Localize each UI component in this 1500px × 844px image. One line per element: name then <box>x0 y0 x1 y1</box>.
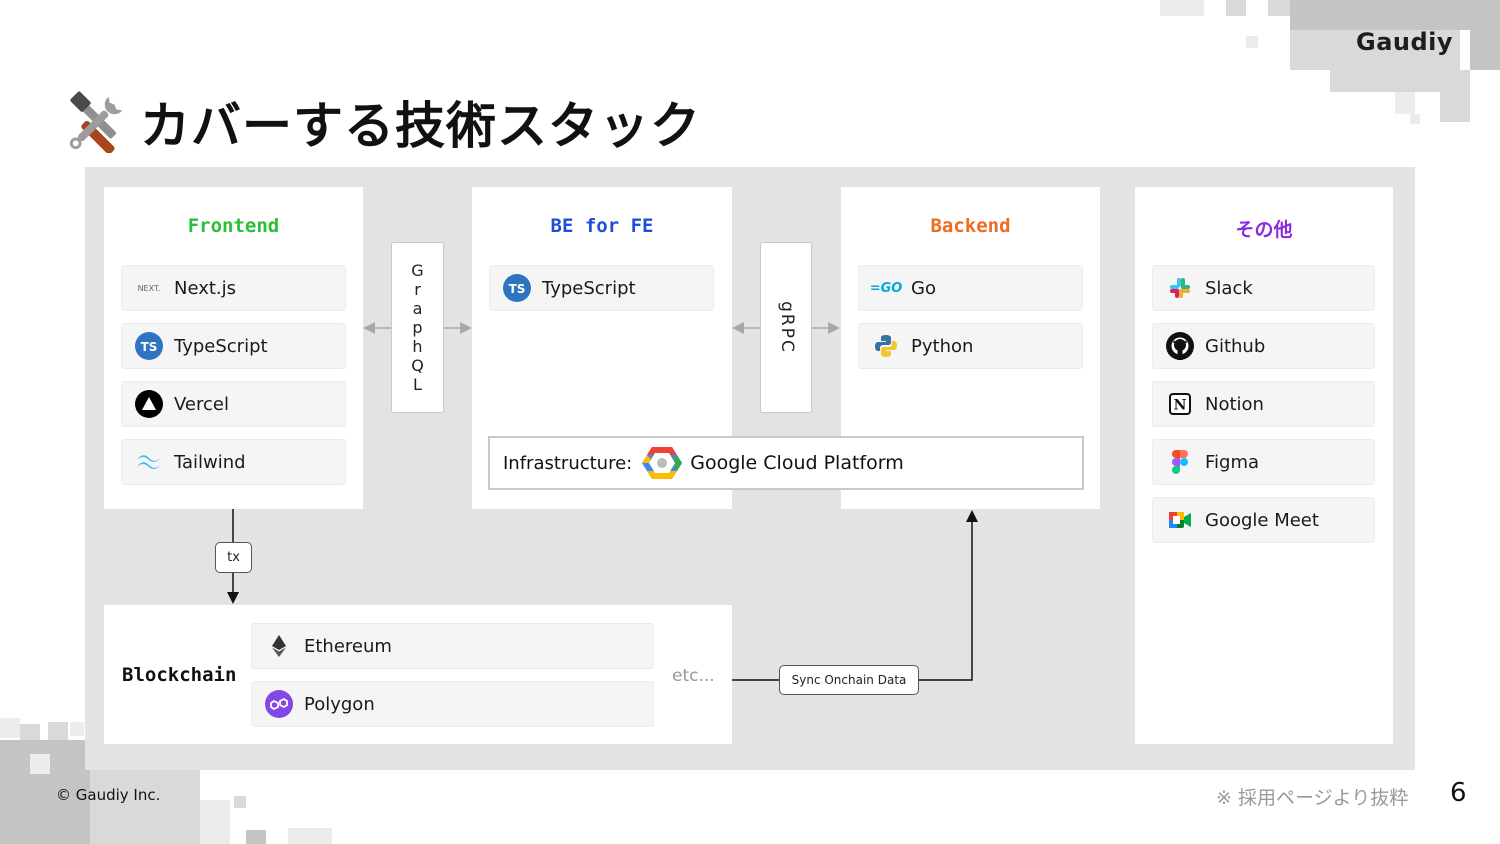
item-label: Tailwind <box>174 451 246 473</box>
grpc-label: gRPC <box>760 242 812 413</box>
go-icon: =GO <box>869 280 903 296</box>
nextjs-icon: NEXT. <box>137 283 161 293</box>
page-title: カバーする技術スタック <box>140 97 701 155</box>
gaudiy-logo: Gaudiy <box>1356 28 1454 56</box>
item-label: Google Meet <box>1205 509 1319 531</box>
item-label: Next.js <box>174 277 237 299</box>
gcp-icon <box>642 445 683 481</box>
item-ethereum: Ethereum <box>251 623 654 669</box>
item-typescript: TS TypeScript <box>121 323 346 369</box>
item-label: Go <box>911 277 936 299</box>
item-python: Python <box>858 323 1083 369</box>
item-nextjs: NEXT. Next.js <box>121 265 346 311</box>
vercel-icon <box>134 389 164 419</box>
item-label: Slack <box>1205 277 1253 299</box>
infrastructure-value: Google Cloud Platform <box>690 452 904 474</box>
etc-text: etc... <box>672 666 715 686</box>
polygon-icon <box>264 689 294 719</box>
typescript-icon: TS <box>134 331 164 361</box>
item-go: =GO Go <box>858 265 1083 311</box>
svg-text:TS: TS <box>141 340 158 354</box>
others-card: その他 Slack Github N Notion Figma Google M… <box>1135 187 1393 744</box>
grpc-text: gRPC <box>776 301 797 354</box>
item-label: Python <box>911 335 974 357</box>
svg-text:N: N <box>1174 398 1187 414</box>
blockchain-title: Blockchain <box>122 664 237 686</box>
connector-char: a <box>412 299 423 318</box>
item-polygon: Polygon <box>251 681 654 727</box>
graphql-label: G r a p h Q L <box>391 242 444 413</box>
github-icon <box>1165 331 1195 361</box>
notion-icon: N <box>1165 389 1195 419</box>
item-notion: N Notion <box>1152 381 1375 427</box>
connector-char: p <box>412 318 423 337</box>
svg-text:TS: TS <box>509 282 526 296</box>
connector-char: G <box>411 261 424 280</box>
ethereum-icon <box>264 631 294 661</box>
python-icon <box>871 331 901 361</box>
copyright: © Gaudiy Inc. <box>56 786 161 804</box>
sync-onchain-label: Sync Onchain Data <box>779 665 919 695</box>
item-google-meet: Google Meet <box>1152 497 1375 543</box>
item-label: Polygon <box>304 693 375 715</box>
connector-char: Q <box>411 356 424 375</box>
figma-icon <box>1165 447 1195 477</box>
page-number: 6 <box>1450 778 1467 808</box>
item-figma: Figma <box>1152 439 1375 485</box>
item-label: Github <box>1205 335 1266 357</box>
tx-label: tx <box>215 542 252 573</box>
typescript-icon: TS <box>502 273 532 303</box>
item-label: Ethereum <box>304 635 392 657</box>
item-slack: Slack <box>1152 265 1375 311</box>
item-label: Figma <box>1205 451 1260 473</box>
item-label: Vercel <box>174 393 229 415</box>
tailwind-icon <box>134 447 164 477</box>
hammer-and-wrench-icon <box>69 91 123 153</box>
google-meet-icon <box>1165 505 1195 535</box>
connector-char: r <box>414 280 421 299</box>
frontend-title: Frontend <box>187 215 280 237</box>
item-tailwind: Tailwind <box>121 439 346 485</box>
connector-char: h <box>412 337 423 356</box>
frontend-card: Frontend NEXT. Next.js TS TypeScript Ver… <box>104 187 363 509</box>
infrastructure-box: Infrastructure: Google Cloud Platform <box>488 436 1084 490</box>
item-label: Notion <box>1205 393 1264 415</box>
connector-char: L <box>413 375 422 394</box>
be-for-fe-title: BE for FE <box>550 215 654 237</box>
item-github: Github <box>1152 323 1375 369</box>
backend-title: Backend <box>930 215 1011 237</box>
slack-icon <box>1165 273 1195 303</box>
page-header: カバーする技術スタック <box>66 86 701 158</box>
item-label: TypeScript <box>542 277 636 299</box>
infrastructure-label: Infrastructure: <box>503 452 633 474</box>
item-vercel: Vercel <box>121 381 346 427</box>
source-note: ※ 採用ページより抜粋 <box>1216 787 1409 809</box>
others-title: その他 <box>1235 219 1293 241</box>
item-typescript: TS TypeScript <box>489 265 714 311</box>
item-label: TypeScript <box>174 335 268 357</box>
